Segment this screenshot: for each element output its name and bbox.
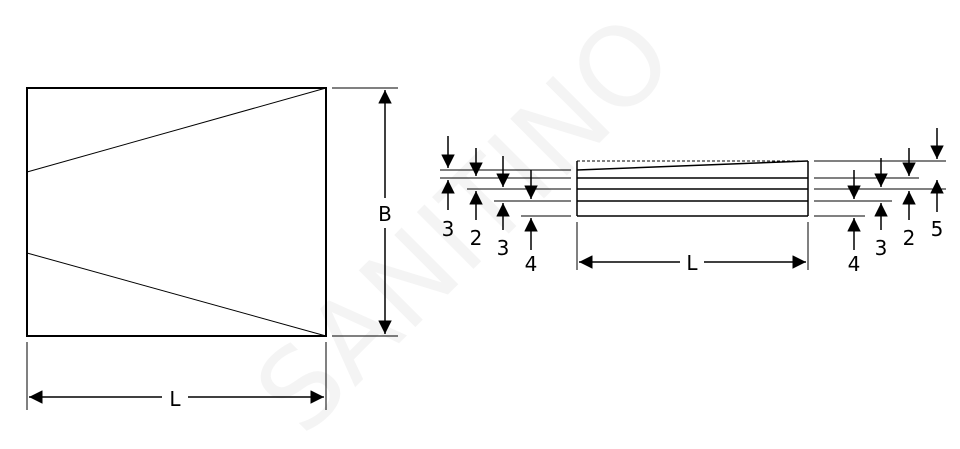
right-label-1: 4 — [848, 252, 861, 276]
length-label-bg — [162, 384, 188, 410]
left-label-3: 3 — [497, 236, 510, 260]
right-label-4: 5 — [931, 217, 944, 241]
side-view — [440, 128, 946, 270]
watermark: SANITINO — [232, 0, 698, 449]
left-label-2: 2 — [470, 226, 483, 250]
width-label: B — [378, 202, 392, 226]
left-label-1: 3 — [442, 217, 455, 241]
left-label-4: 4 — [525, 252, 538, 276]
right-label-3: 2 — [903, 226, 916, 250]
plan-view — [26, 87, 398, 410]
side-length-label-bg — [680, 250, 704, 274]
side-length-label: L — [686, 251, 698, 275]
slope-line-bottom — [26, 252, 327, 337]
profile-slope-top — [576, 160, 809, 171]
length-label: L — [169, 387, 181, 411]
slope-line-top — [26, 87, 327, 173]
plan-outline — [26, 87, 327, 337]
right-label-2: 3 — [875, 236, 888, 260]
width-label-bg — [372, 198, 398, 228]
